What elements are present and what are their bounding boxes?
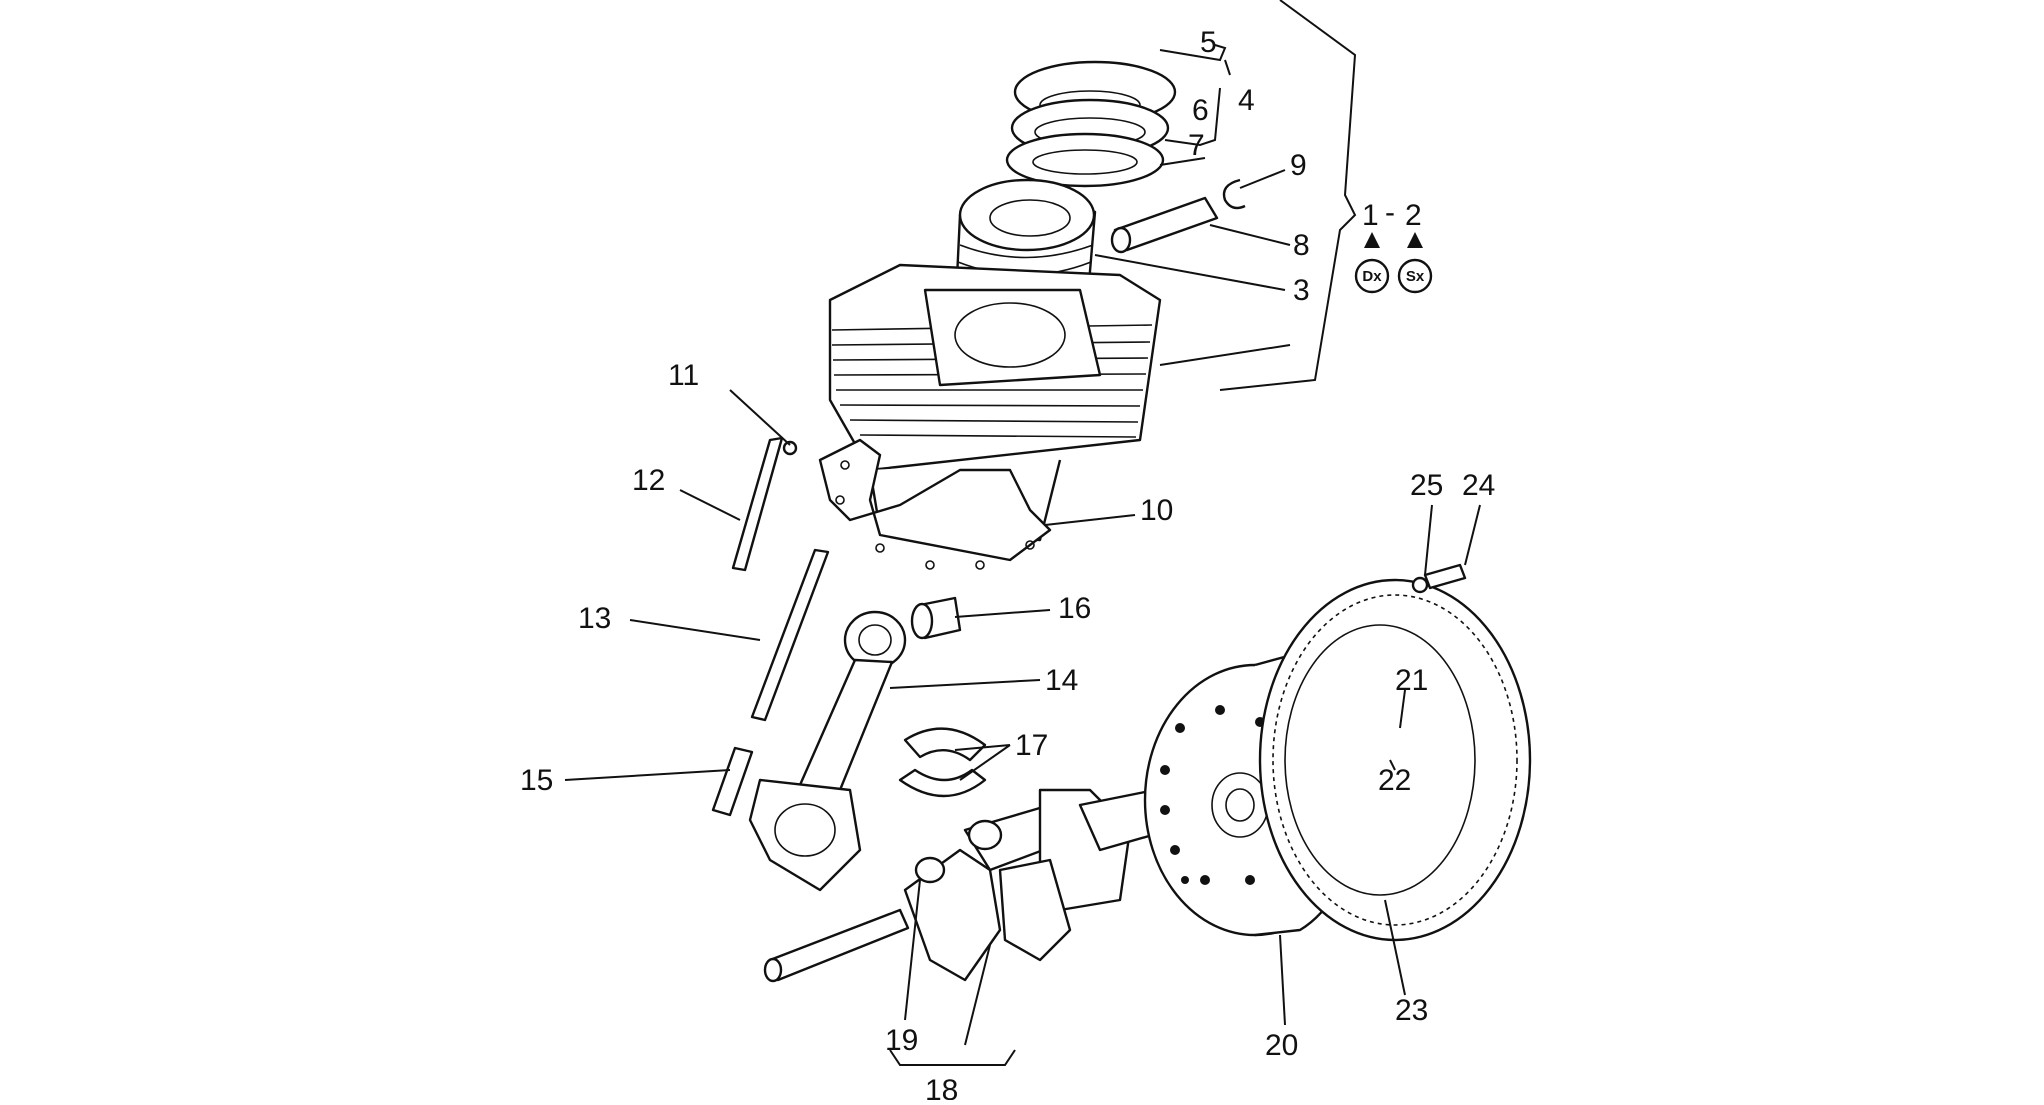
callout-9: 9 <box>1290 149 1307 182</box>
washer <box>782 440 798 456</box>
circlip <box>1222 178 1246 210</box>
callout-18: 18 <box>925 1074 958 1100</box>
cylinder-base-gasket <box>818 438 1052 570</box>
stud-bolt <box>711 746 754 817</box>
callout-2: 2 <box>1405 199 1422 232</box>
callout-25: 25 <box>1410 469 1443 502</box>
callout-7: 7 <box>1188 129 1205 162</box>
callout-4: 4 <box>1238 84 1255 117</box>
badge-dx: Dx <box>1362 268 1382 285</box>
side-badges: Dx Sx <box>1354 232 1433 294</box>
piston-rings <box>1005 60 1177 188</box>
callout-23: 23 <box>1395 994 1428 1027</box>
badge-sx: Sx <box>1406 268 1425 285</box>
callout-22: 22 <box>1378 764 1411 797</box>
callout-3: 3 <box>1293 274 1310 307</box>
callout-6: 6 <box>1192 94 1209 127</box>
stud-short <box>731 436 784 572</box>
callout-16: 16 <box>1058 592 1091 625</box>
callout-14: 14 <box>1045 664 1078 697</box>
callout-dash: - <box>1385 196 1395 229</box>
callout-10: 10 <box>1140 494 1173 527</box>
stud-long <box>750 548 830 722</box>
callout-1: 1 <box>1362 199 1379 232</box>
leader-lines <box>564 44 1481 1066</box>
callout-11: 11 <box>668 359 699 392</box>
ring-gear <box>1258 563 1532 942</box>
callout-13: 13 <box>578 602 611 635</box>
connecting-rod <box>748 610 907 892</box>
callout-labels: 5 4 6 7 9 1 - 2 8 3 11 12 10 16 13 14 17… <box>520 26 1495 1105</box>
callout-21: 21 <box>1395 664 1428 697</box>
callout-19: 19 <box>885 1024 918 1057</box>
small-end-bush <box>910 596 962 640</box>
callout-8: 8 <box>1293 229 1310 262</box>
callout-17: 17 <box>1015 729 1048 762</box>
assembly-bracket <box>1219 0 1357 391</box>
big-end-bearing-shells <box>898 727 987 798</box>
callout-12: 12 <box>632 464 665 497</box>
callout-15: 15 <box>520 764 553 797</box>
callout-5: 5 <box>1200 26 1217 59</box>
callout-20: 20 <box>1265 1029 1298 1062</box>
callout-24: 24 <box>1462 469 1495 502</box>
gudgeon-pin <box>1110 196 1219 254</box>
